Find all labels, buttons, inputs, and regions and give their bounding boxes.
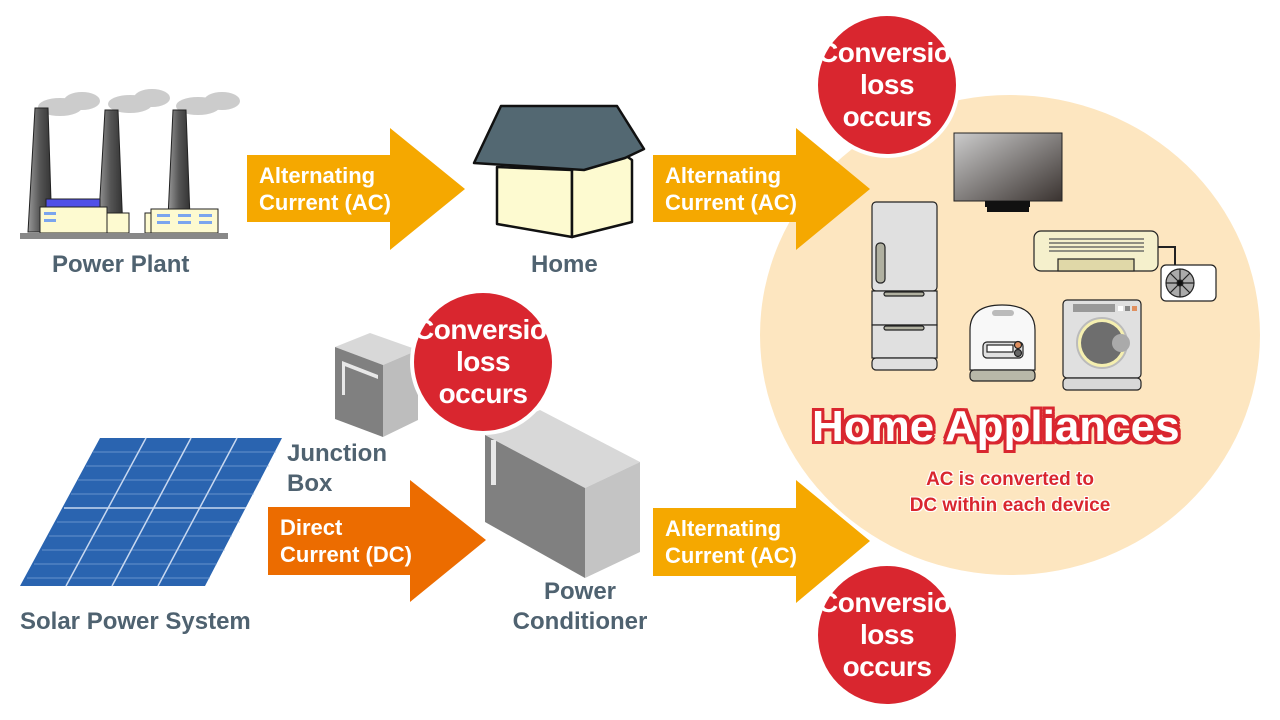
- arrow-label-line2: Current (DC): [280, 542, 412, 567]
- junction-box-label-line2: Box: [287, 470, 333, 497]
- badge-line1: Conversion: [818, 587, 968, 618]
- conversion-loss-badge-middle: Conversion loss occurs: [410, 289, 564, 435]
- solar-power-system-label: Solar Power System: [20, 608, 251, 635]
- power-conditioner-label: Power Conditioner: [503, 577, 657, 637]
- badge-line2: loss: [859, 69, 915, 100]
- conversion-loss-badge-top: Conversion loss occurs: [814, 12, 968, 158]
- home-icon: [472, 104, 646, 239]
- outdoor-unit-icon: [1160, 264, 1217, 302]
- arrow-plant-to-home: [247, 128, 465, 250]
- air-conditioner-icon: [1033, 230, 1176, 272]
- home-appliances-title: Home Appliances: [812, 402, 1180, 451]
- rice-cooker-icon: [969, 304, 1036, 382]
- home-label: Home: [531, 251, 598, 278]
- arrow-label-line2: Current (AC): [665, 543, 797, 568]
- power-conditioner-label-line2: Conditioner: [512, 608, 648, 635]
- arrow-label-line1: Alternating: [665, 163, 782, 188]
- arrow-label-line2: Current (AC): [665, 190, 797, 215]
- badge-line3: occurs: [842, 651, 932, 682]
- television-icon: [953, 132, 1063, 212]
- arrow-label-plant-to-home: Alternating Current (AC): [259, 162, 391, 216]
- home-appliances-subtitle: AC is converted to DC within each device: [860, 467, 1160, 519]
- washing-machine-icon: [1062, 299, 1142, 391]
- power-conditioner-icon: [485, 410, 640, 578]
- badge-line2: loss: [455, 346, 511, 377]
- junction-box-icon: [335, 333, 418, 437]
- arrow-conditioner-to-appliances: [653, 480, 870, 603]
- solar-panel-icon: [20, 437, 282, 587]
- arrow-label-home-to-appliances: Alternating Current (AC): [665, 162, 797, 216]
- badge-line2: loss: [859, 619, 915, 650]
- badge-line3: occurs: [842, 101, 932, 132]
- power-plant-label: Power Plant: [52, 251, 190, 278]
- arrow-label-conditioner-to-appliances: Alternating Current (AC): [665, 515, 797, 569]
- arrow-solar-to-conditioner: [268, 480, 486, 602]
- arrow-label-line1: Alternating: [665, 516, 782, 541]
- arrow-label-line1: Direct: [280, 515, 343, 540]
- arrow-label-line1: Alternating: [259, 163, 376, 188]
- arrow-label-line2: Current (AC): [259, 190, 391, 215]
- power-conditioner-label-line1: Power: [543, 578, 617, 605]
- badge-line1: Conversion: [818, 37, 968, 68]
- conversion-loss-badge-bottom: Conversion loss occurs: [814, 562, 968, 708]
- power-plant-icon: [20, 89, 240, 239]
- refrigerator-icon: [871, 201, 938, 371]
- arrow-home-to-appliances: [653, 128, 870, 250]
- arrow-label-solar-to-conditioner: Direct Current (DC): [280, 514, 412, 568]
- junction-box-label-line1: Junction: [287, 440, 387, 467]
- badge-line3: occurs: [438, 378, 528, 409]
- junction-box-label: Junction Box: [287, 439, 387, 499]
- subtitle-line1: AC is converted to: [926, 469, 1094, 490]
- badge-line1: Conversion: [414, 314, 564, 345]
- subtitle-line2: DC within each device: [909, 495, 1111, 516]
